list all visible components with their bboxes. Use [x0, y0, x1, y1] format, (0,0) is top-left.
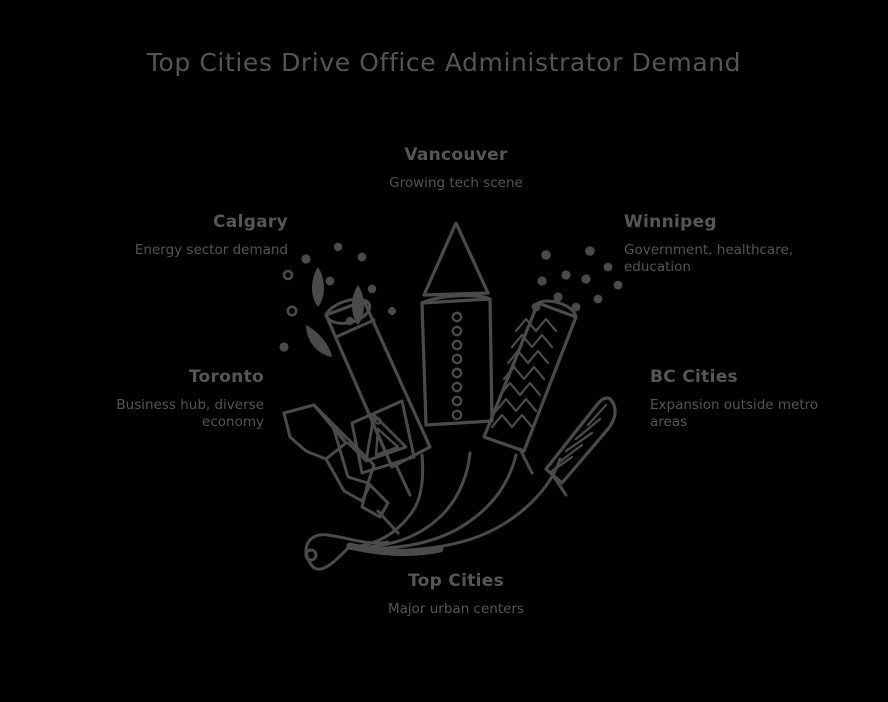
tilted-tube-firework [324, 297, 432, 497]
node-calgary-title: Calgary [213, 212, 288, 232]
node-top-cities-title: Top Cities [407, 571, 504, 591]
node-bc-cities-desc: Expansion outside metro areas [650, 396, 819, 431]
spark-cluster-right [531, 246, 623, 312]
zigzag-firework [482, 299, 578, 475]
cone-top-rocket [420, 221, 494, 427]
node-winnipeg-title: Winnipeg [624, 212, 717, 232]
node-calgary-desc: Energy sector demand [134, 241, 288, 258]
node-top-cities-desc: Major urban centers [387, 600, 525, 617]
node-bc-cities-title: BC Cities [650, 367, 738, 387]
node-winnipeg[interactable]: Winnipeg Government, healthcare, educati… [624, 212, 820, 277]
fireworks-svg [279, 221, 623, 571]
node-toronto-title: Toronto [188, 367, 264, 387]
striped-firework [544, 396, 617, 497]
node-calgary[interactable]: Calgary Energy sector demand [76, 212, 288, 259]
node-vancouver-title: Vancouver [404, 145, 508, 165]
node-bc-cities[interactable]: BC Cities Expansion outside metro areas [650, 367, 846, 432]
small-rocket [282, 403, 400, 535]
spark-cluster-left [279, 242, 396, 357]
node-winnipeg-desc: Government, healthcare, education [624, 241, 794, 276]
fuse-bundle [304, 451, 562, 571]
zigzag-pattern [490, 317, 558, 429]
node-toronto-desc: Business hub, diverse economy [116, 396, 264, 431]
node-top-cities[interactable]: Top Cities Major urban centers [356, 571, 556, 618]
page-title: Top Cities Drive Office Administrator De… [146, 48, 742, 77]
fireworks-bundle-illustration [270, 215, 630, 595]
node-vancouver[interactable]: Vancouver Growing tech scene [356, 145, 556, 192]
rocket-dot-column [451, 311, 463, 421]
node-toronto[interactable]: Toronto Business hub, diverse economy [58, 367, 264, 432]
node-vancouver-desc: Growing tech scene [389, 174, 523, 191]
